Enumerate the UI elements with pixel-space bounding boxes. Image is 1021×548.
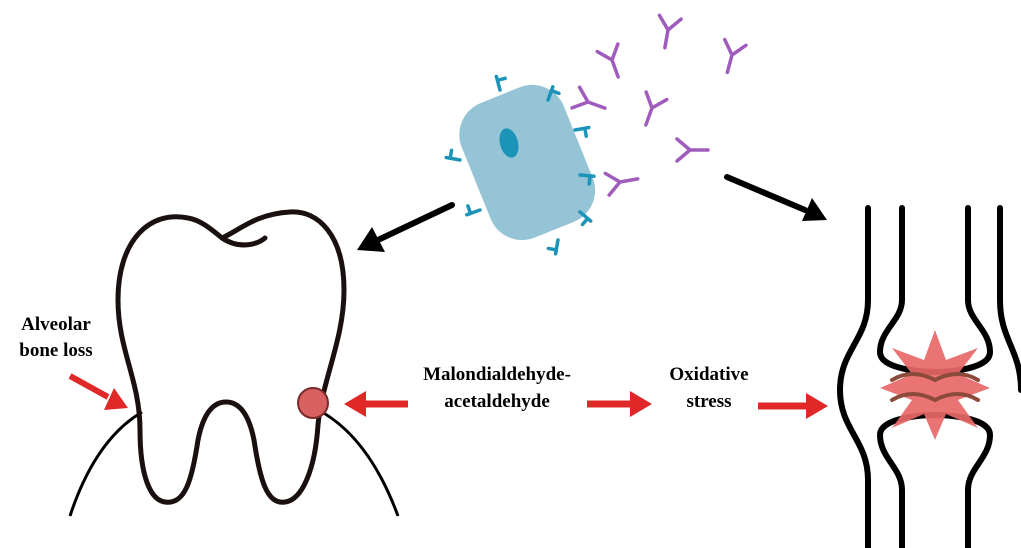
antibody-cluster [572,15,746,195]
antibody-icon [572,87,609,118]
label-mda-line1: Malondialdehyde- [423,364,571,385]
arrow-bacterium-to-tooth [357,205,452,252]
red-arrow-mda-to-tooth [344,391,408,417]
knee-joint-icon [840,208,1021,548]
antibody-icon [677,139,708,161]
label-oxidative-line2: stress [686,391,731,412]
antibody-icon [605,168,639,195]
tooth-outline [118,212,344,502]
tooth-icon [70,212,398,516]
red-arrow-oxidative-to-joint [758,393,828,419]
label-alveolar-line2: bone loss [19,340,92,361]
inflammation-dot [298,388,328,418]
antibody-icon [636,92,667,129]
label-alveolar-bone-loss: Alveolar bone loss [19,314,92,361]
gum-line-left [70,412,142,516]
arrow-bacterium-to-joint [727,177,827,221]
label-malondialdehyde-acetaldehyde: Malondialdehyde- acetaldehyde [423,364,571,412]
label-alveolar-line1: Alveolar [21,314,91,335]
antibody-icon [717,40,746,76]
red-arrow-mda-to-oxidative [587,391,652,417]
gum-line-right [322,412,398,516]
joint-outer-right [1000,208,1021,390]
antibody-icon [654,15,681,49]
antibody-icon [597,44,628,81]
bacterium-icon [446,74,605,253]
label-oxidative-stress: Oxidative stress [669,364,748,412]
label-oxidative-line1: Oxidative [669,364,748,385]
joint-burst [880,330,990,440]
red-arrow-alveolar [70,376,128,410]
joint-outer-left [840,208,868,548]
label-mda-line2: acetaldehyde [444,391,550,412]
